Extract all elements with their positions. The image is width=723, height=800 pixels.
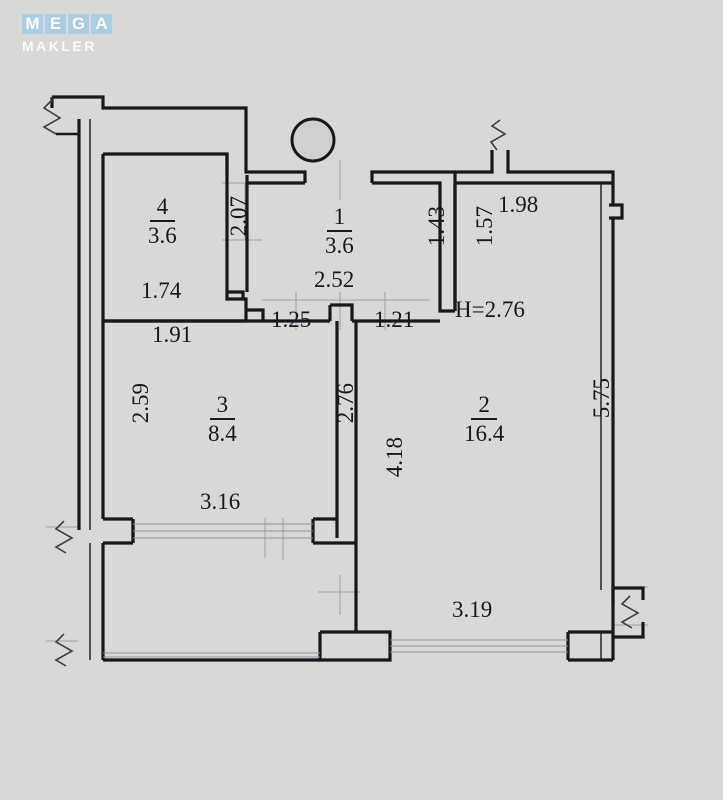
room-3-number: 3: [209, 392, 236, 421]
dim-wall-below-room4: 1.91: [152, 322, 193, 347]
wall-outlines: [50, 95, 645, 662]
room-tag-1: 1 3.6: [325, 204, 354, 259]
room-1-area: 3.6: [325, 233, 354, 259]
dim-room3-left-height: 2.59: [128, 383, 153, 424]
room-tag-4: 4 3.6: [148, 194, 177, 249]
dim-room4-width: 1.74: [141, 278, 182, 303]
room-4-area: 3.6: [148, 223, 177, 249]
room-3-area-2: 16.4: [464, 421, 505, 447]
dim-room2-left-height: 1.57: [472, 206, 497, 247]
break-line-marks: [42, 97, 640, 667]
dimension-lines: [46, 160, 648, 642]
riser-circle-icon: [290, 117, 336, 163]
room-4-number: 4: [149, 194, 176, 223]
dim-center-wall-right-height: 4.18: [382, 437, 407, 478]
dim-corridor-right-height: 1.43: [424, 206, 449, 247]
dim-room2-top-width: 1.98: [498, 192, 539, 217]
ceiling-height-label: H=2.76: [455, 297, 525, 322]
room-1-number: 1: [326, 204, 353, 233]
room-2-number: 2: [471, 392, 497, 421]
dim-room4-height: 2.07: [226, 196, 251, 237]
room-tag-2: 2 16.4: [464, 392, 505, 447]
dim-center-wall-left-height: 2.76: [333, 383, 358, 424]
room-3-area: 8.4: [208, 421, 237, 447]
room-tag-3: 3 8.4: [208, 392, 237, 447]
dim-room3-bottom-window: 3.16: [200, 489, 241, 514]
dim-room2-right-height: 5.75: [589, 378, 614, 419]
dim-room2-bottom-window: 3.19: [452, 597, 493, 622]
dim-segment-right: 1.21: [374, 307, 415, 332]
wall-inner-lines: [89, 119, 602, 660]
dim-segment-left: 1.25: [271, 307, 312, 332]
dim-room1-width: 2.52: [314, 267, 355, 292]
window-glazing: [103, 523, 568, 658]
